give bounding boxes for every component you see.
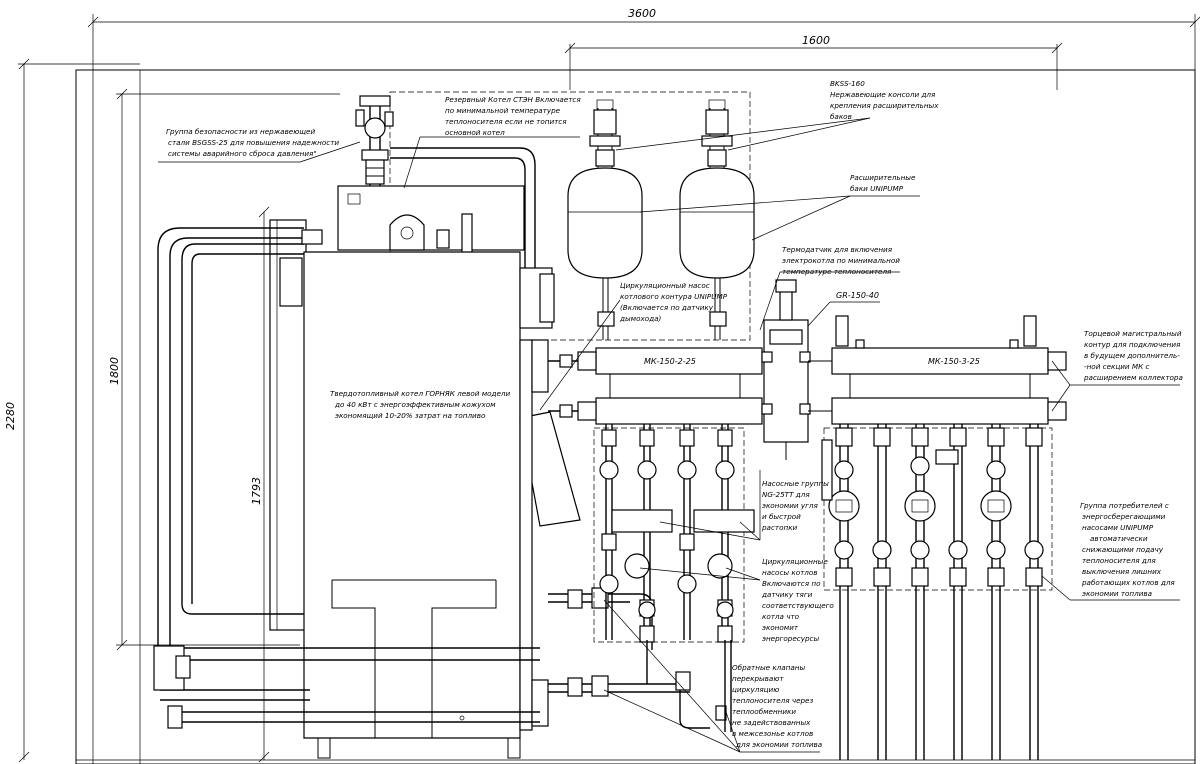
svg-text:стали BSGSS-25 для повышения н: стали BSGSS-25 для повышения надежности: [168, 138, 339, 147]
note-pump-groups: Насосные группы NG-25TT для экономии угл…: [761, 479, 829, 532]
svg-text:экономии угля: экономии угля: [762, 501, 818, 510]
svg-text:BKSS-160: BKSS-160: [830, 79, 865, 88]
valve-row: [599, 429, 735, 643]
svg-text:теплообменники: теплообменники: [732, 707, 796, 716]
svg-text:NG-25TT для: NG-25TT для: [762, 490, 810, 499]
svg-text:снижающими подачу: снижающими подачу: [1082, 545, 1164, 554]
svg-text:насосами UNIPUMP: насосами UNIPUMP: [1082, 523, 1154, 532]
note-electric-boiler: Резервный Котел СТЭН Включается по миним…: [445, 95, 581, 137]
boiler-pump-2: [707, 553, 733, 579]
svg-text:Насосные группы: Насосные группы: [762, 479, 829, 488]
dim-inner-height: 1793: [250, 477, 263, 505]
svg-text:автоматически: автоматически: [1090, 534, 1148, 543]
svg-text:энергоресурсы: энергоресурсы: [762, 634, 820, 643]
svg-text:выключения лишних: выключения лишних: [1082, 567, 1162, 576]
svg-text:теплоносителя через: теплоносителя через: [732, 696, 813, 705]
svg-text:баков: баков: [830, 112, 852, 121]
note-boiler-pumps: Циркуляционные насосы котлов Включаются …: [761, 557, 834, 643]
svg-text:не задействованных: не задействованных: [732, 718, 811, 727]
svg-text:растопки: растопки: [761, 523, 798, 532]
svg-text:Термодатчик для включения: Термодатчик для включения: [782, 245, 893, 254]
left-pipe-loop: [153, 227, 727, 729]
svg-text:соответствующего: соответствующего: [762, 601, 834, 610]
svg-text:-ной секции МК с: -ной секции МК с: [1084, 362, 1149, 371]
svg-text:электрокотла по минимальной: электрокотла по минимальной: [782, 256, 900, 265]
svg-text:крепления расширительных: крепления расширительных: [830, 101, 939, 110]
solid-fuel-boiler: [269, 219, 581, 759]
note-main-boiler: Твердотопливный котел ГОРНЯК левой модел…: [330, 389, 511, 420]
svg-text:Расширительные: Расширительные: [850, 173, 916, 182]
svg-text:котла что: котла что: [762, 612, 800, 621]
svg-text:Группа потребителей с: Группа потребителей с: [1080, 501, 1169, 510]
svg-text:энергосберегающими: энергосберегающими: [1082, 512, 1166, 521]
hydro-arrow-label: GR-150-40: [836, 291, 879, 300]
expansion-tanks: [567, 99, 755, 340]
svg-text:Группа безопасности из нержаве: Группа безопасности из нержавеющей: [166, 127, 315, 136]
svg-text:работающих котлов для: работающих котлов для: [1081, 578, 1175, 587]
electric-boiler: [337, 91, 751, 341]
consumer-pump-3: [980, 490, 1012, 522]
dim-total-height: 2280: [4, 402, 17, 430]
note-consumers: Группа потребителей с энергосберегающими…: [1080, 501, 1175, 598]
svg-text:экономит: экономит: [762, 623, 799, 632]
pump-groups: [593, 427, 1053, 643]
consumer-lines: [821, 424, 1044, 760]
note-consoles: BKSS-160 Нержавеющие консоли для креплен…: [830, 79, 939, 121]
svg-text:для экономии топлива: для экономии топлива: [735, 740, 822, 749]
svg-text:температуре теплоносителя: температуре теплоносителя: [782, 267, 892, 276]
svg-text:экономии топлива: экономии топлива: [1082, 589, 1152, 598]
safety-group: [355, 95, 536, 270]
manifold-right-label: МК-150-3-25: [928, 357, 980, 366]
svg-text:Торцевой магистральный: Торцевой магистральный: [1084, 329, 1182, 338]
boiler-pump-1: [624, 553, 650, 579]
svg-text:системы аварийного сброса давл: системы аварийного сброса давления": [168, 149, 317, 158]
svg-text:теплоносителя если не топится: теплоносителя если не топится: [445, 117, 567, 126]
svg-text:дымохода): дымохода): [619, 314, 661, 323]
note-circ-pump: Циркуляционный насос котлового контура U…: [619, 281, 728, 323]
dimension-lines: 3600 1600 2280 1800 1793: [4, 7, 1200, 763]
svg-text:Обратные клапаны: Обратные клапаны: [732, 663, 805, 672]
svg-text:Циркуляционный насос: Циркуляционный насос: [620, 281, 710, 290]
svg-text:датчику тяги: датчику тяги: [761, 590, 813, 599]
svg-text:Включаются по: Включаются по: [762, 579, 821, 588]
svg-text:котлового контура UNIPUMP: котлового контура UNIPUMP: [620, 292, 728, 301]
consumer-pump-2: [904, 490, 936, 522]
dim-total-width: 3600: [628, 7, 656, 20]
consumer-pump-1: [828, 490, 860, 522]
svg-text:и быстрой: и быстрой: [762, 512, 801, 521]
svg-text:основной котел: основной котел: [445, 128, 505, 137]
dim-right-width: 1600: [802, 34, 830, 47]
manifolds: МК-150-2-25 МК-150-3-25: [548, 279, 1067, 460]
svg-text:расширением коллектора: расширением коллектора: [1083, 373, 1183, 382]
note-check-valves: Обратные клапаны перекрывают циркуляцию …: [732, 663, 822, 749]
svg-text:Циркуляционные: Циркуляционные: [762, 557, 828, 566]
room-frame: [75, 69, 1196, 764]
boiler-pump-lines: [599, 424, 755, 732]
svg-text:контур для подключения: контур для подключения: [1084, 340, 1181, 349]
svg-text:в межсезонье котлов: в межсезонье котлов: [732, 729, 813, 738]
svg-text:экономящий 10-20% затрат на то: экономящий 10-20% затрат на топливо: [335, 411, 486, 420]
svg-text:теплоносителя для: теплоносителя для: [1082, 556, 1156, 565]
manifold-left-label: МК-150-2-25: [644, 357, 696, 366]
svg-text:Нержавеющие консоли для: Нержавеющие консоли для: [830, 90, 936, 99]
note-tanks: Расширительные баки UNIPUMP: [850, 173, 916, 193]
svg-text:перекрывают: перекрывают: [732, 674, 784, 683]
svg-text:насосы котлов: насосы котлов: [762, 568, 818, 577]
svg-text:до 40 кВт с энергоэффективным: до 40 кВт с энергоэффективным кожухом: [334, 400, 496, 409]
note-safety-group: Группа безопасности из нержавеющей стали…: [166, 127, 339, 158]
dim-boiler-height: 1800: [108, 357, 121, 385]
svg-text:по минимальной температуре: по минимальной температуре: [445, 106, 561, 115]
leader-lines: [158, 117, 1180, 753]
svg-text:(Включается по датчику: (Включается по датчику: [620, 303, 714, 312]
svg-text:циркуляцию: циркуляцию: [732, 685, 779, 694]
svg-text:в будущем дополнитель-: в будущем дополнитель-: [1084, 351, 1180, 360]
note-branch-pipe: Торцевой магистральный контур для подклю…: [1083, 329, 1183, 382]
note-thermo-sensor: Термодатчик для включения электрокотла п…: [782, 245, 900, 276]
svg-text:Резервный Котел СТЭН Включаетс: Резервный Котел СТЭН Включается: [445, 95, 581, 104]
svg-text:Твердотопливный котел ГОРНЯК л: Твердотопливный котел ГОРНЯК левой модел…: [330, 389, 511, 398]
svg-text:баки UNIPUMP: баки UNIPUMP: [850, 184, 904, 193]
consumer-valves: [834, 427, 1044, 587]
